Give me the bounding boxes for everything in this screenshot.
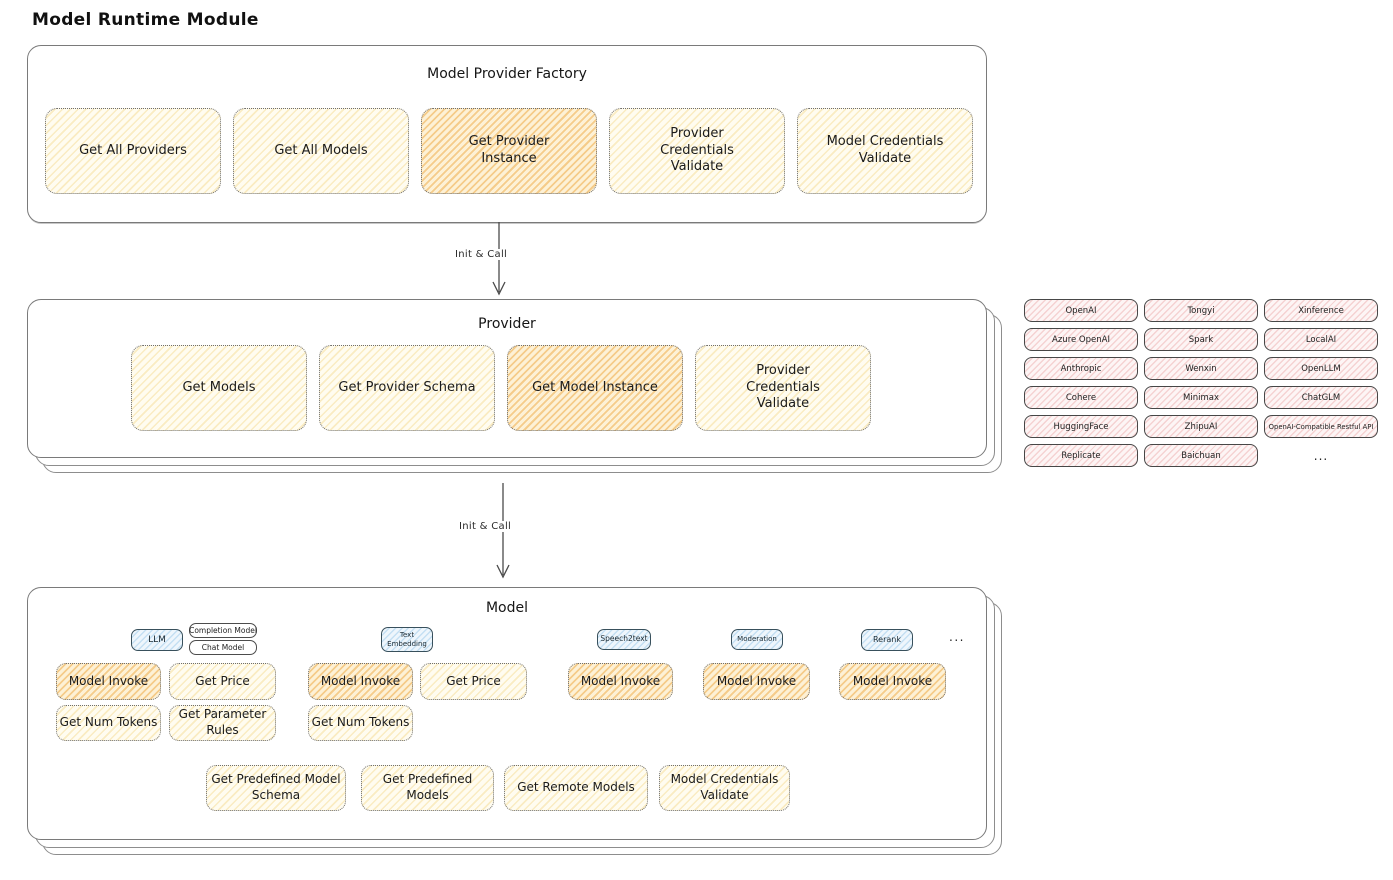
arrow-factory-to-provider: [492, 222, 506, 296]
tab-completion-model: Completion Model: [189, 623, 257, 638]
node-model-credentials-validate: Model Credentials Validate: [797, 108, 973, 194]
node-llm-get-num-tokens: Get Num Tokens: [56, 705, 161, 741]
provider-pill-openllm: OpenLLM: [1264, 357, 1378, 380]
tab-chat-model: Chat Model: [189, 640, 257, 655]
node-get-provider-schema: Get Provider Schema: [319, 345, 495, 431]
node-get-remote-models: Get Remote Models: [504, 765, 648, 811]
node-get-all-models: Get All Models: [233, 108, 409, 194]
provider-layer-main: Provider Get Models Get Provider Schema …: [27, 299, 987, 458]
provider-pill-replicate: Replicate: [1024, 444, 1138, 467]
provider-pill-xinference: Xinference: [1264, 299, 1378, 322]
node-embedding-get-price: Get Price: [420, 663, 527, 700]
node-get-provider-instance: Get Provider Instance: [421, 108, 597, 194]
providers-more-ellipsis: ...: [1313, 448, 1329, 463]
provider-pill-tongyi: Tongyi: [1144, 299, 1258, 322]
node-get-predefined-models: Get Predefined Models: [361, 765, 494, 811]
node-speech2text-model-invoke: Model Invoke: [568, 663, 673, 700]
node-llm-get-parameter-rules: Get Parameter Rules: [169, 705, 276, 741]
providers-grid: OpenAI Tongyi Xinference Azure OpenAI Sp…: [1024, 299, 1378, 467]
provider-pill-wenxin: Wenxin: [1144, 357, 1258, 380]
provider-pill-chatglm: ChatGLM: [1264, 386, 1378, 409]
node-embedding-get-num-tokens: Get Num Tokens: [308, 705, 413, 741]
node-moderation-model-invoke: Model Invoke: [703, 663, 810, 700]
node-get-model-instance: Get Model Instance: [507, 345, 683, 431]
provider-pill-cohere: Cohere: [1024, 386, 1138, 409]
tab-rerank: Rerank: [861, 629, 913, 651]
model-layer-main: Model LLM Completion Model Chat Model Te…: [27, 587, 987, 840]
provider-pill-spark: Spark: [1144, 328, 1258, 351]
arrow-label-init-call-2: Init & Call: [456, 521, 515, 532]
provider-pill-anthropic: Anthropic: [1024, 357, 1138, 380]
factory-section: Model Provider Factory Get All Providers…: [27, 45, 987, 223]
provider-pill-minimax: Minimax: [1144, 386, 1258, 409]
provider-pill-zhipuai: ZhipuAI: [1144, 415, 1258, 438]
provider-pill-openai-compatible: OpenAI-Compatible Restful API: [1264, 415, 1378, 438]
node-rerank-model-invoke: Model Invoke: [839, 663, 946, 700]
provider-pill-azure-openai: Azure OpenAI: [1024, 328, 1138, 351]
model-section: Model LLM Completion Model Chat Model Te…: [27, 587, 1002, 855]
node-get-all-providers: Get All Providers: [45, 108, 221, 194]
tab-text-embedding: Text Embedding: [381, 627, 433, 652]
arrow-provider-to-model: [496, 483, 510, 579]
provider-pill-baichuan: Baichuan: [1144, 444, 1258, 467]
model-tabs-more-ellipsis: ...: [949, 630, 965, 644]
page-title: Model Runtime Module: [32, 10, 259, 30]
provider-title: Provider: [478, 316, 536, 332]
model-title: Model: [485, 600, 529, 616]
provider-pill-openai: OpenAI: [1024, 299, 1138, 322]
node-provider-credentials-validate: Provider Credentials Validate: [609, 108, 785, 194]
node-llm-get-price: Get Price: [169, 663, 276, 700]
node-embedding-model-invoke: Model Invoke: [308, 663, 413, 700]
node-model-credentials-validate-3: Model Credentials Validate: [659, 765, 790, 811]
provider-pill-localai: LocalAI: [1264, 328, 1378, 351]
node-get-predefined-model-schema: Get Predefined Model Schema: [206, 765, 346, 811]
provider-section: Provider Get Models Get Provider Schema …: [27, 299, 1002, 473]
node-llm-model-invoke: Model Invoke: [56, 663, 161, 700]
arrow-label-init-call-1: Init & Call: [452, 249, 511, 260]
tab-moderation: Moderation: [731, 629, 783, 650]
provider-pill-huggingface: HuggingFace: [1024, 415, 1138, 438]
node-provider-credentials-validate-2: Provider Credentials Validate: [695, 345, 871, 431]
tab-speech2text: Speech2text: [597, 629, 651, 650]
factory-title: Model Provider Factory: [427, 66, 587, 82]
tab-llm: LLM: [131, 629, 183, 651]
node-get-models: Get Models: [131, 345, 307, 431]
